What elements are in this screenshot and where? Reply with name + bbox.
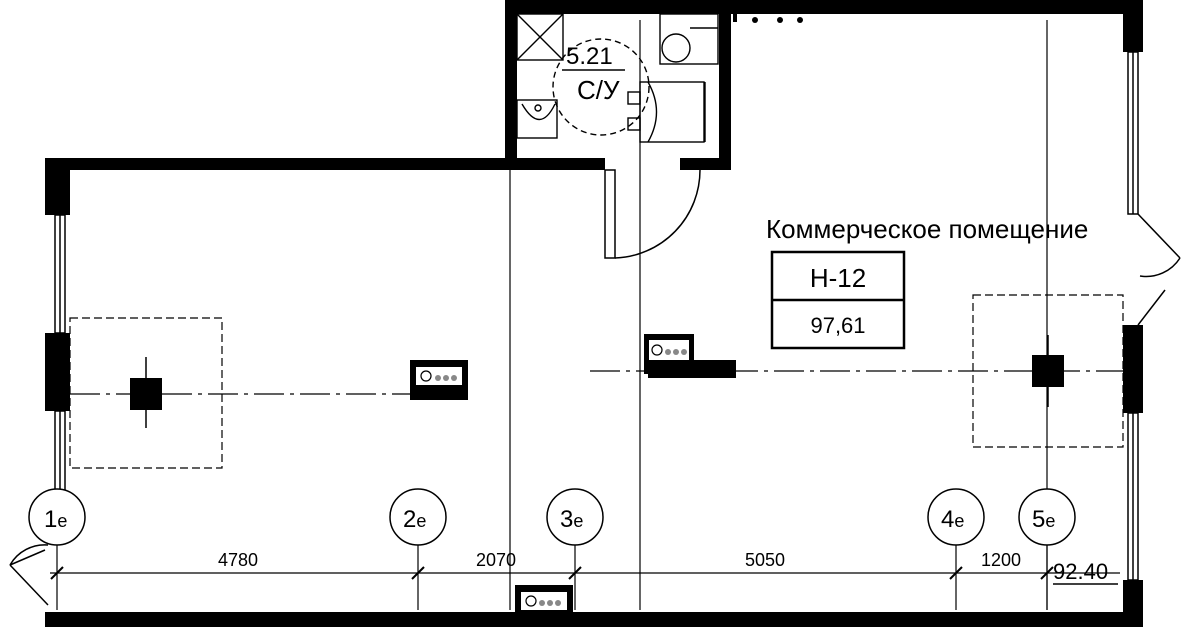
axis-5-label: 5е [1032, 506, 1055, 533]
dimension-values: 4780 2070 5050 1200 [218, 550, 1021, 570]
vent-marks [733, 14, 803, 23]
dimension-2: 2070 [476, 550, 516, 570]
dimension-4: 1200 [981, 550, 1021, 570]
axis-3-label: 3е [560, 506, 583, 533]
dimension-3: 5050 [745, 550, 785, 570]
axis-labels: 1е 2е 3е 4е 5е [44, 506, 1055, 533]
light-zones [69, 294, 1124, 469]
room-label: Коммерческое помещение [766, 214, 1088, 244]
unit-code: Н-12 [810, 263, 866, 293]
walls [45, 0, 1143, 627]
axis-1-label: 1е [44, 506, 67, 533]
outlet-boxes [410, 334, 694, 615]
bathroom-marker [552, 38, 650, 136]
unit-area: 97,61 [810, 313, 865, 338]
dimension-1: 4780 [218, 550, 258, 570]
centre-lines [70, 370, 1125, 395]
axis-2-label: 2е [403, 506, 426, 533]
bathroom-number: 5.21 [566, 43, 613, 70]
dimension-line [50, 545, 1120, 610]
doors [9, 169, 1181, 606]
elevation-mark: 92.40 [1053, 559, 1108, 584]
light-fixtures [130, 335, 1049, 428]
axis-bubbles [28, 488, 1076, 546]
bathroom-name: С/У [577, 75, 620, 105]
bathroom-fixtures [516, 13, 719, 143]
axis-4-label: 4е [941, 506, 964, 533]
windows [54, 51, 1139, 581]
